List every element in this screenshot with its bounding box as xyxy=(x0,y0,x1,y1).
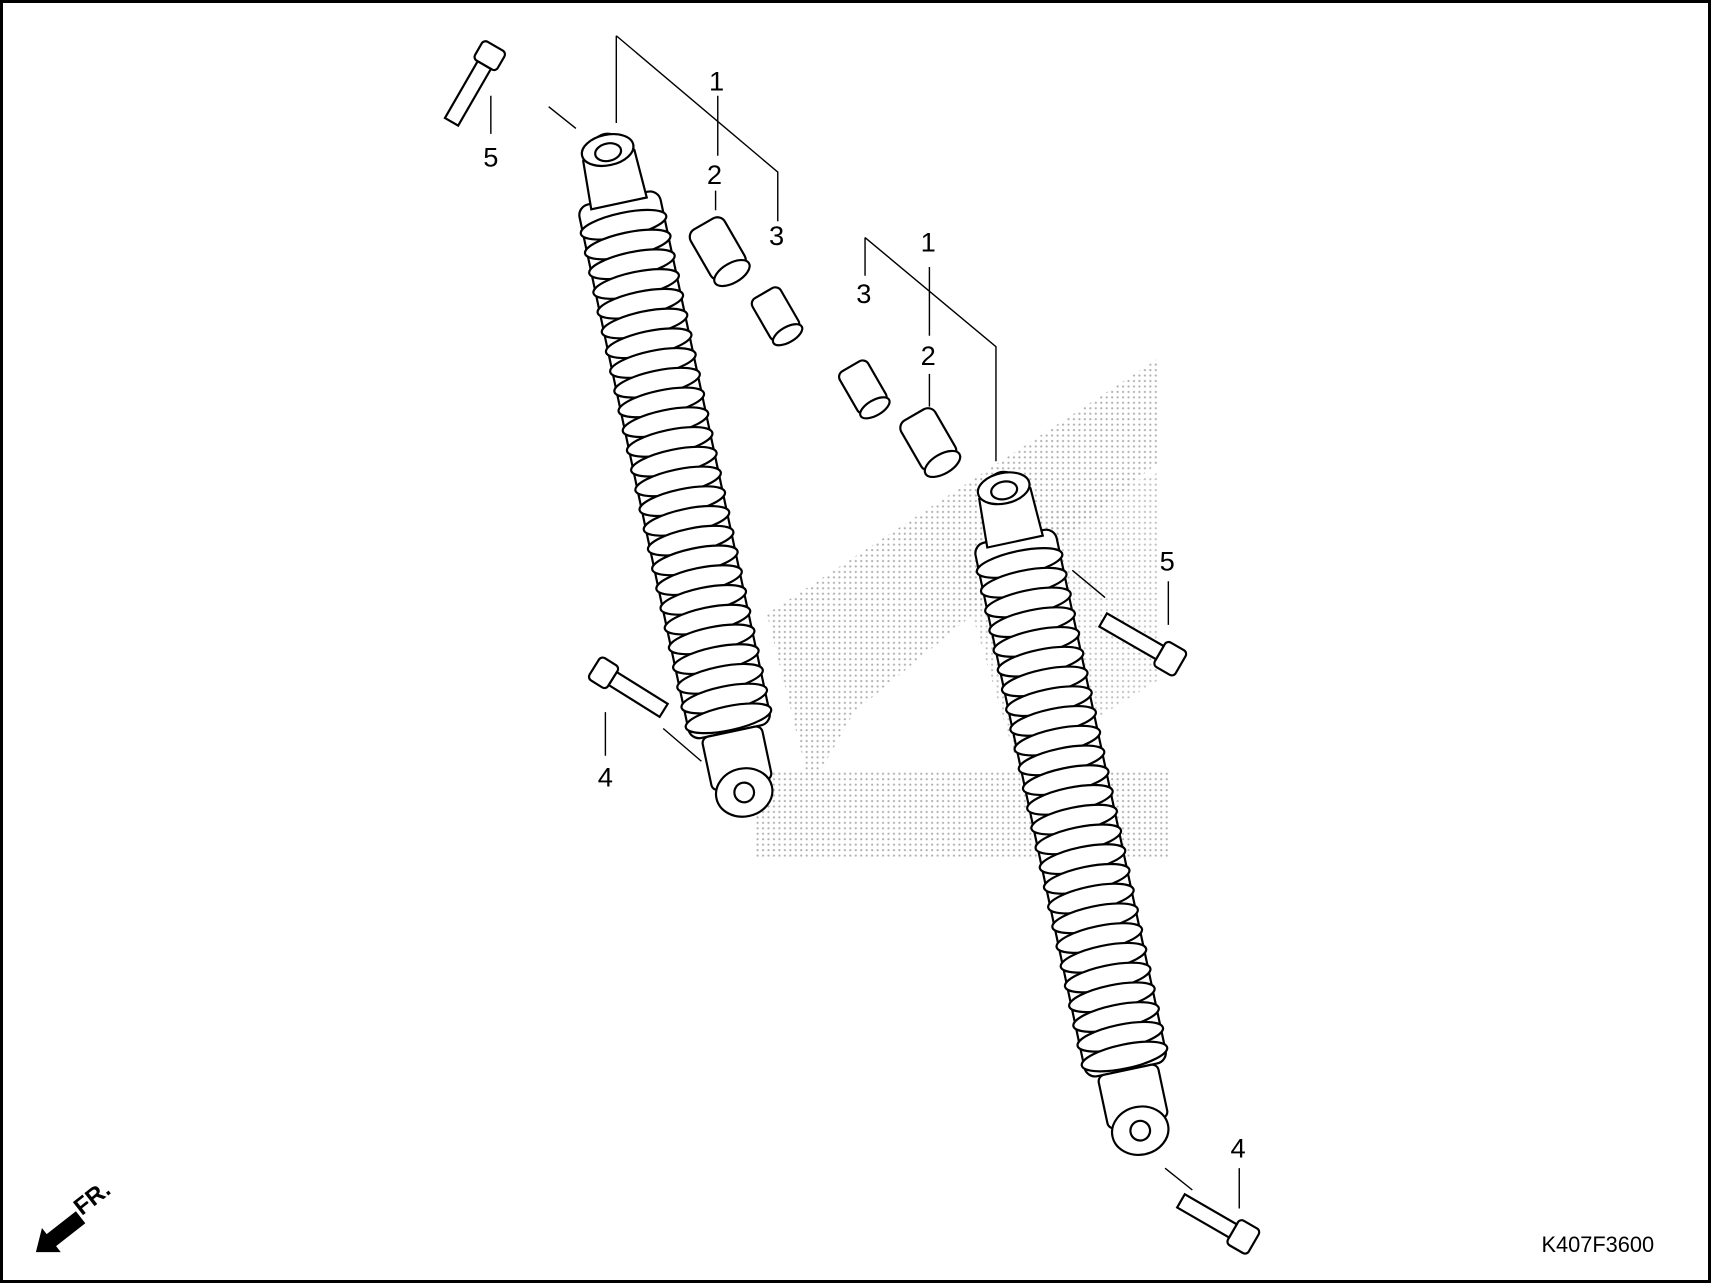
lower-bolt-right xyxy=(1175,1192,1261,1255)
upper-bolt-right xyxy=(1097,611,1188,677)
callout-5-left: 5 xyxy=(483,142,498,173)
lower-bolt-left xyxy=(587,656,670,719)
diagram-code: K407F3600 xyxy=(1541,1232,1654,1257)
spring-coil xyxy=(684,702,773,735)
bushing-left xyxy=(688,216,751,288)
callout-4-right: 4 xyxy=(1231,1132,1246,1163)
callout-5-right: 5 xyxy=(1160,545,1175,576)
callout-1-left: 1 xyxy=(709,65,724,96)
callout-1-right: 1 xyxy=(921,227,936,258)
upper-eye-hole xyxy=(990,480,1019,501)
shock-absorber-left xyxy=(578,132,774,818)
collar-left xyxy=(750,286,804,347)
callout-2-left: 2 xyxy=(707,159,722,190)
spring-coil xyxy=(1080,1040,1169,1073)
callout-3-left: 3 xyxy=(769,220,784,251)
bushing-right xyxy=(899,407,962,479)
callout-2-right: 2 xyxy=(921,340,936,371)
lower-eye-hole xyxy=(733,781,756,804)
upper-eye-hole xyxy=(594,142,623,163)
upper-bolt-left xyxy=(443,40,507,128)
callout-3-right: 3 xyxy=(856,278,871,309)
diagram-canvas: 1 2 3 5 4 1 2 3 5 4 FR. K407F3600 xyxy=(35,35,1654,1257)
collar-right xyxy=(837,359,891,420)
shock-absorber-right xyxy=(974,470,1170,1156)
leader-lines xyxy=(490,35,1240,1209)
lower-eye-hole xyxy=(1129,1119,1152,1142)
callout-4-left: 4 xyxy=(598,761,613,792)
front-direction-arrow-icon xyxy=(35,1211,86,1253)
